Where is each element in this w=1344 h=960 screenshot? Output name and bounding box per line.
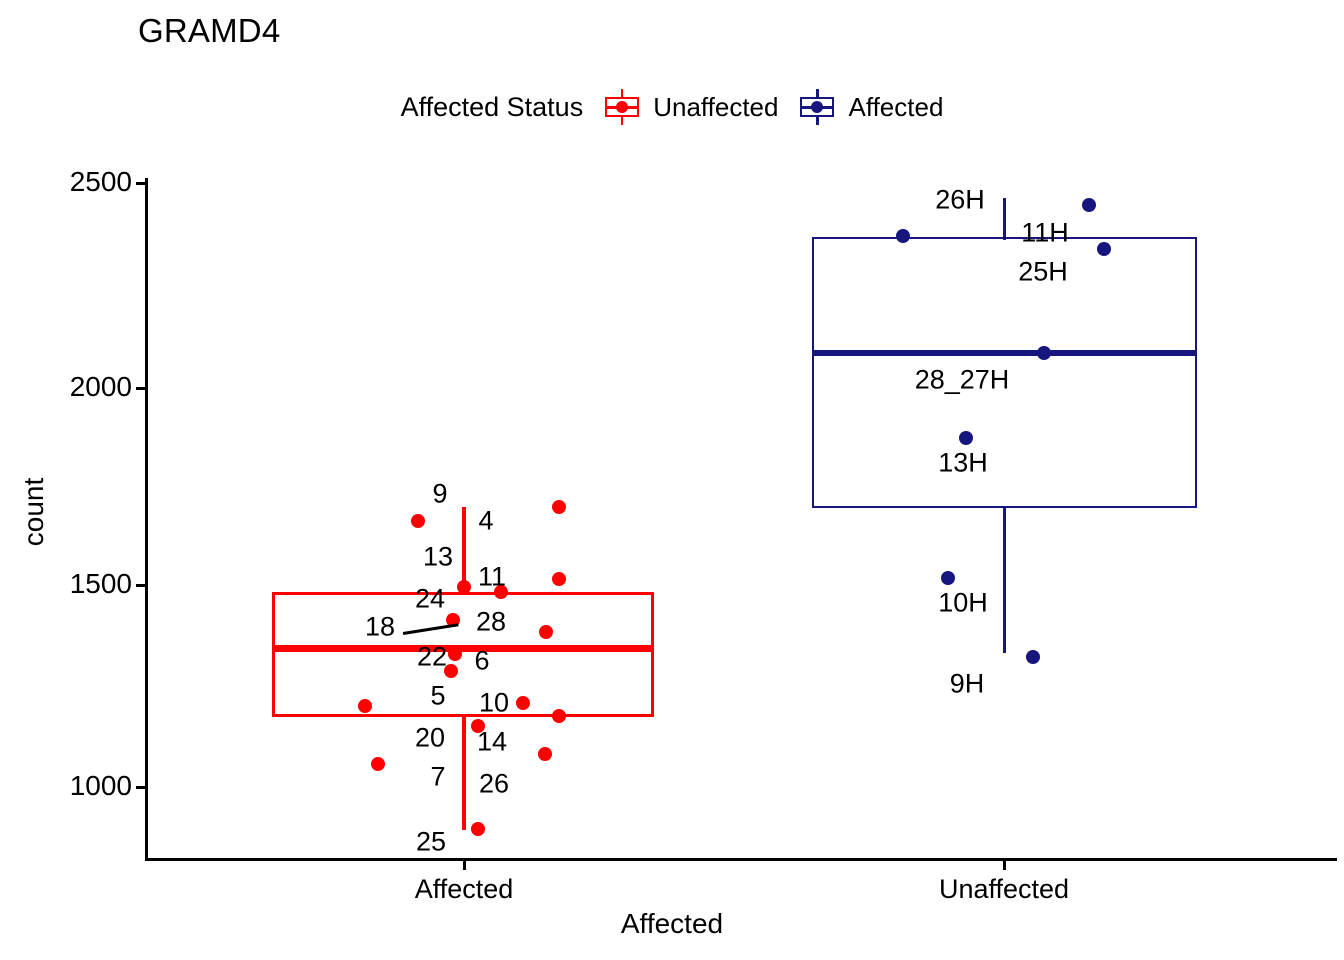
median-navy <box>812 350 1197 356</box>
data-point[interactable] <box>471 719 485 733</box>
median-red <box>272 645 654 652</box>
data-point[interactable] <box>411 514 425 528</box>
data-point-label: 18 <box>364 611 396 642</box>
data-point-label: 26 <box>478 768 510 799</box>
y-tick-1000 <box>136 786 145 789</box>
data-point-label: 28_27H <box>914 364 1010 395</box>
data-point[interactable] <box>494 585 508 599</box>
data-point[interactable] <box>1082 198 1096 212</box>
data-point[interactable] <box>1026 650 1040 664</box>
data-point-label: 24 <box>414 583 446 614</box>
data-point[interactable] <box>358 699 372 713</box>
data-point-label: 20 <box>414 722 446 753</box>
data-point-label: 26H <box>935 184 985 215</box>
x-tick-unaffected <box>1003 861 1006 870</box>
data-point[interactable] <box>1097 242 1111 256</box>
whisker-upper-navy <box>1003 198 1006 240</box>
data-point[interactable] <box>539 625 553 639</box>
data-point-label: 25H <box>1018 256 1068 287</box>
data-point[interactable] <box>516 696 530 710</box>
y-tick-label-1000: 1000 <box>69 770 132 801</box>
y-tick-2500 <box>136 182 145 185</box>
x-axis-title: Affected <box>620 908 724 939</box>
y-tick-label-2000: 2000 <box>69 371 132 402</box>
y-tick-2000 <box>136 387 145 390</box>
data-point-label: 10 <box>478 687 510 718</box>
data-point-label: 9 <box>432 478 448 509</box>
data-point[interactable] <box>457 580 471 594</box>
data-point[interactable] <box>552 500 566 514</box>
data-point-label: 6 <box>474 645 490 676</box>
y-axis-title: count <box>18 477 49 547</box>
data-point-label: 11 <box>477 561 507 592</box>
box-red <box>272 592 654 717</box>
data-point-label: 28 <box>475 606 507 637</box>
box-navy <box>812 237 1197 508</box>
y-tick-1500 <box>136 584 145 587</box>
data-point-label: 14 <box>476 726 508 757</box>
data-point-label: 13H <box>938 447 988 478</box>
data-point-label: 9H <box>949 668 985 699</box>
data-point[interactable] <box>1037 346 1051 360</box>
data-point-label: 25 <box>415 826 447 857</box>
y-axis-line <box>145 178 148 861</box>
data-point[interactable] <box>959 431 973 445</box>
data-point[interactable] <box>552 709 566 723</box>
data-point[interactable] <box>896 229 910 243</box>
whisker-lower-navy <box>1003 506 1006 653</box>
data-point[interactable] <box>471 822 485 836</box>
data-point[interactable] <box>552 572 566 586</box>
whisker-lower-red <box>462 714 466 830</box>
data-point[interactable] <box>444 664 458 678</box>
data-point-label: 5 <box>430 680 446 711</box>
data-point-label: 4 <box>478 505 494 536</box>
whisker-upper-red <box>462 507 466 595</box>
x-axis-line <box>145 858 1337 861</box>
data-point-label: 11H <box>1021 217 1069 248</box>
x-tick-affected <box>463 861 466 870</box>
data-point-label: 22 <box>416 641 448 672</box>
data-point[interactable] <box>538 747 552 761</box>
x-tick-label-unaffected: Unaffected <box>938 874 1070 904</box>
data-point[interactable] <box>941 571 955 585</box>
y-tick-label-2500: 2500 <box>69 166 132 197</box>
data-point-label: 10H <box>938 587 988 618</box>
y-tick-label-1500: 1500 <box>69 568 132 599</box>
x-tick-label-affected: Affected <box>414 874 514 904</box>
data-point[interactable] <box>448 647 462 661</box>
data-point-label: 7 <box>430 761 446 792</box>
page-title: GRAMD4 <box>138 12 281 49</box>
data-point-label: 13 <box>422 541 454 572</box>
data-point[interactable] <box>371 757 385 771</box>
